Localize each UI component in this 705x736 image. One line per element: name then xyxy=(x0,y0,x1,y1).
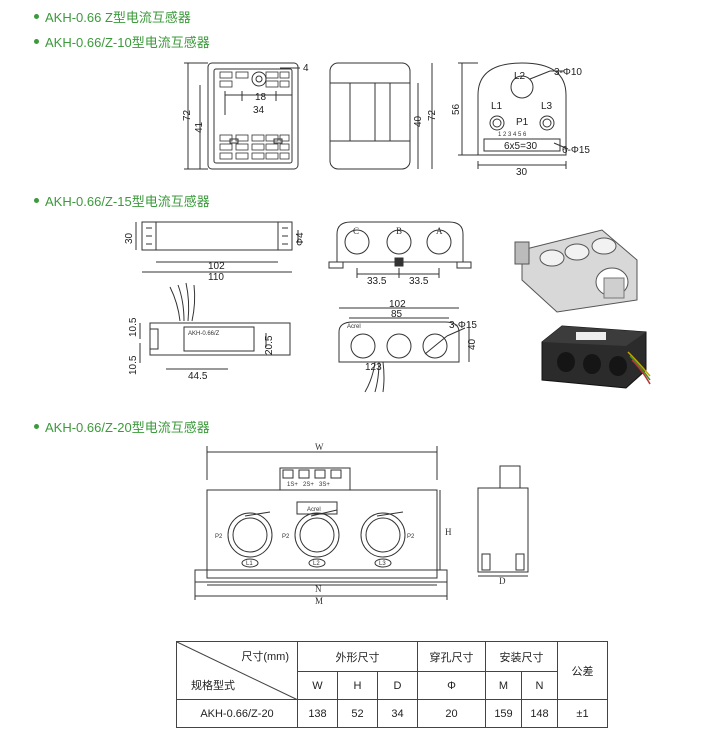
table-col-M: M xyxy=(485,671,522,700)
z10-hole-label: 3-Φ10 xyxy=(554,67,582,78)
heading-akh-z15: AKH-0.66/Z-15型电流互感器 xyxy=(34,191,210,210)
table-col-D: D xyxy=(377,671,418,700)
table-cell-phi: 20 xyxy=(417,699,486,728)
z20-term-1: 1S+ xyxy=(287,482,298,488)
z10-label-L2: L2 xyxy=(514,71,526,82)
z10-label-L3: L3 xyxy=(541,101,553,112)
table-group-install: 安装尺寸 xyxy=(485,641,558,672)
z20-dim-H: H xyxy=(445,527,452,537)
z20-term-3: 3S+ xyxy=(319,482,330,488)
table-corner-cell: 尺寸(mm) 规格型式 xyxy=(176,641,299,701)
z20-brand: Acrel xyxy=(307,507,321,513)
z15-body-dim-40: 40 xyxy=(467,338,478,350)
z10-side-drawing: 40 72 xyxy=(329,62,438,170)
z15-wire-dim-105b: 10.5 xyxy=(128,355,139,375)
bullet-icon xyxy=(34,198,39,204)
table-cell-W: 138 xyxy=(297,699,338,728)
z15-wire-dim-205: 20.5 xyxy=(264,335,275,355)
heading-akh-z15-text: AKH-0.66/Z-15型电流互感器 xyxy=(45,194,210,209)
z15-body-drawing: Acrel 102 85 3-Φ15 40 123 xyxy=(338,299,478,393)
spec-table: 尺寸(mm) 规格型式 外形尺寸 穿孔尺寸 安装尺寸 公差 W H D Φ M … xyxy=(176,641,608,728)
z20-dim-D: D xyxy=(499,576,506,586)
z15-top-drawing: 30 102 110 Φ4 xyxy=(124,221,306,283)
table-col-phi: Φ xyxy=(417,671,486,700)
z15-top-dim-110: 110 xyxy=(208,272,224,283)
z15-top-dim-phi4: Φ4 xyxy=(295,232,306,246)
table-header-size: 尺寸(mm) xyxy=(241,651,289,663)
z20-dim-N: N xyxy=(315,584,322,594)
table-group-outer: 外形尺寸 xyxy=(297,641,418,672)
table-cell-tolerance: ±1 xyxy=(557,699,608,728)
z15-label-A: A xyxy=(436,226,443,236)
z15-top-dim-30: 30 xyxy=(124,232,135,244)
table-row: AKH-0.66/Z-20 138 52 34 20 159 148 ±1 xyxy=(176,699,608,728)
z10-side-dim-40: 40 xyxy=(413,115,424,127)
z10-dim-30: 30 xyxy=(516,167,528,178)
z10-front-dim-18: 18 xyxy=(255,92,267,103)
z15-front-drawing: C B A 33.5 33.5 xyxy=(328,221,472,287)
z10-front-dim-34: 34 xyxy=(253,105,265,116)
table-cell-M: 159 xyxy=(485,699,522,728)
z20-side-drawing: D xyxy=(477,465,529,586)
z15-plate-line: AKH-0.66/Z xyxy=(188,331,220,337)
z15-wire-dim-445: 44.5 xyxy=(188,371,208,382)
z15-body-hole: 3-Φ15 xyxy=(449,320,477,331)
z10-front-dim-72: 72 xyxy=(182,109,193,121)
z20-L2: L2 xyxy=(313,561,320,567)
z15-product-photo-top xyxy=(514,229,638,313)
z15-top-dim-102: 102 xyxy=(208,261,225,272)
z15-product-photo-bottom xyxy=(541,325,651,389)
z20-dim-W: W xyxy=(315,442,324,452)
table-cell-model: AKH-0.66/Z-20 xyxy=(176,699,298,728)
z20-P2-b: P2 xyxy=(282,534,290,540)
z10-side-dim-72: 72 xyxy=(427,109,438,121)
z15-label-C: C xyxy=(353,226,359,236)
z15-label-B: B xyxy=(396,226,402,236)
heading-akh-z: AKH-0.66 Z型电流互感器 xyxy=(34,7,191,26)
z15-wire-drawing: AKH-0.66/Z 10.5 10.5 20.5 44.5 xyxy=(128,282,291,382)
z10-label-P1: P1 xyxy=(516,117,529,128)
heading-akh-z20: AKH-0.66/Z-20型电流互感器 xyxy=(34,417,210,436)
z10-front-drawing: 4 18 34 72 41 xyxy=(182,62,309,170)
bullet-icon xyxy=(34,39,39,45)
z10-front-dim-41: 41 xyxy=(194,121,205,133)
bullet-icon xyxy=(34,424,39,430)
z10-dim-56: 56 xyxy=(451,103,462,115)
z15-dim-335b: 33.5 xyxy=(409,276,429,287)
z20-P2-c: P2 xyxy=(407,534,415,540)
z20-front-drawing: W 1S+ 2S+ 3S+ Acrel P2 P2 P2 L1 L2 L3 H … xyxy=(194,442,452,606)
heading-akh-z-text: AKH-0.66 Z型电流互感器 xyxy=(45,10,191,25)
z15-body-brand: Acrel xyxy=(347,324,361,330)
table-col-N: N xyxy=(521,671,558,700)
z15-wire-dim-105a: 10.5 xyxy=(128,317,139,337)
table-group-hole: 穿孔尺寸 xyxy=(417,641,486,672)
table-cell-H: 52 xyxy=(337,699,378,728)
z10-pin-numbers: 1 2 3 4 5 6 xyxy=(498,132,527,138)
z20-L1: L1 xyxy=(246,561,253,567)
table-group-tolerance: 公差 xyxy=(557,641,608,700)
table-cell-D: 34 xyxy=(377,699,418,728)
z20-L3: L3 xyxy=(379,561,386,567)
z15-body-dim-102: 102 xyxy=(389,299,406,310)
table-header-model: 规格型式 xyxy=(191,680,235,692)
heading-akh-z10-text: AKH-0.66/Z-10型电流互感器 xyxy=(45,35,210,50)
z10-pin-label: 6-Φ15 xyxy=(562,145,590,156)
bullet-icon xyxy=(34,14,39,20)
z20-term-2: 2S+ xyxy=(303,482,314,488)
z20-dim-M: M xyxy=(315,596,323,606)
z10-label-L1: L1 xyxy=(491,101,503,112)
z20-P2-a: P2 xyxy=(215,534,223,540)
z15-body-pins: 123 xyxy=(365,362,382,373)
heading-akh-z20-text: AKH-0.66/Z-20型电流互感器 xyxy=(45,420,210,435)
z15-body-dim-85: 85 xyxy=(391,309,403,320)
table-cell-N: 148 xyxy=(521,699,558,728)
z15-dim-335a: 33.5 xyxy=(367,276,387,287)
heading-akh-z10: AKH-0.66/Z-10型电流互感器 xyxy=(34,32,210,51)
table-diagonal-line xyxy=(176,641,299,701)
z10-pitch-label: 6x5=30 xyxy=(504,141,538,152)
z10-front-dim-4: 4 xyxy=(303,63,309,74)
table-col-H: H xyxy=(337,671,378,700)
table-col-W: W xyxy=(297,671,338,700)
z10-terminal-drawing: L2 L1 L3 P1 1 2 3 4 5 6 3-Φ10 6x5=30 6-Φ… xyxy=(451,62,590,178)
